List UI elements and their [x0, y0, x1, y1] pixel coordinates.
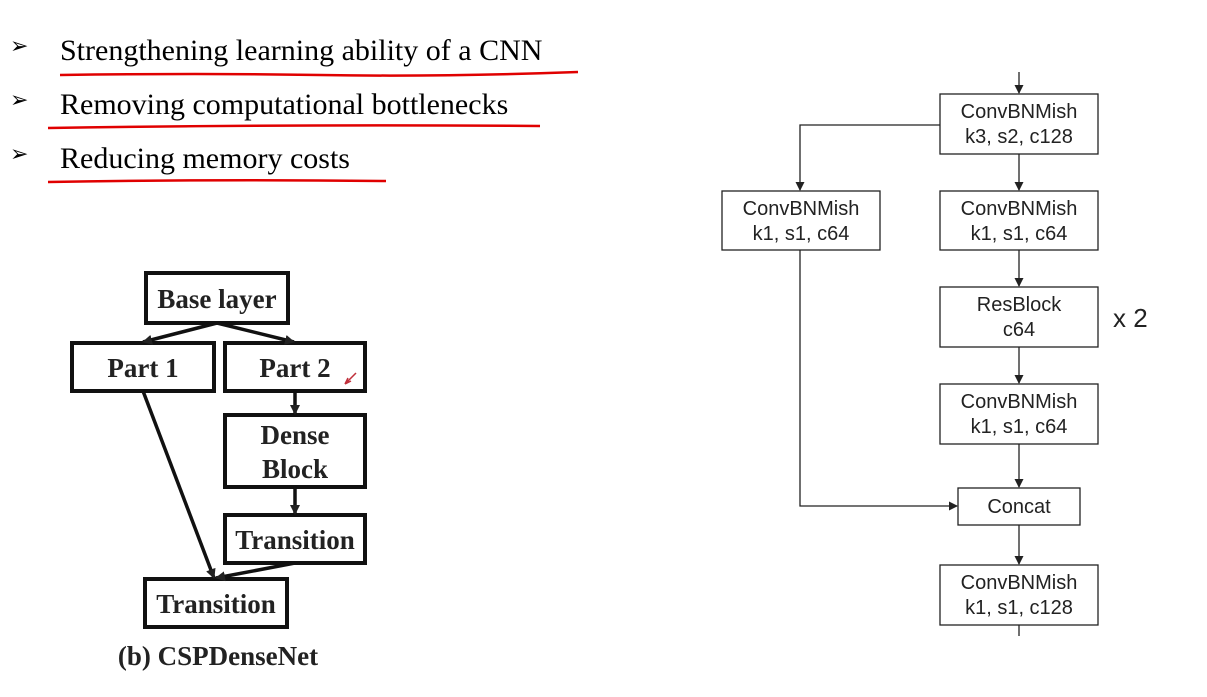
node-resblock-line2: c64: [1003, 319, 1035, 341]
node-concat-label: Concat: [987, 496, 1051, 518]
node-bottom-line1: ConvBNMish: [961, 572, 1078, 594]
part2-box: [223, 341, 367, 393]
pen-cursor-icon: [344, 372, 357, 385]
node-right2-line1: ConvBNMish: [961, 391, 1078, 413]
arrow-bullet-icon: ➢: [10, 88, 29, 113]
node-resblock-line1: ResBlock: [977, 294, 1062, 316]
repeat-label: x 2: [1113, 303, 1148, 333]
base-layer-label: Base layer: [157, 284, 276, 314]
node-concat-box: [957, 487, 1081, 526]
dense-block-label-line1: Dense: [261, 420, 330, 450]
node-top-box: [939, 93, 1099, 155]
bullet-text: Strengthening learning ability of a CNN: [60, 34, 543, 67]
node-right1-box: [939, 190, 1099, 251]
node-left-line1: ConvBNMish: [743, 198, 860, 220]
node-bottom-line2: k1, s1, c128: [965, 597, 1073, 619]
bullet-text: Removing computational bottlenecks: [60, 88, 509, 121]
edge-left-concat: [799, 250, 958, 511]
transition-inner-label: Transition: [235, 525, 355, 555]
part1-box: [70, 341, 216, 393]
arrow-bullet-icon: ➢: [10, 34, 29, 59]
node-top-line1: ConvBNMish: [961, 101, 1078, 123]
node-right2-box: [939, 383, 1099, 445]
underline-2: [47, 124, 541, 130]
block-diagram: ConvBNMish k3, s2, c128 ConvBNMish k1, s…: [721, 72, 1148, 636]
dense-block-label-line2: Block: [262, 454, 328, 484]
node-left-box: [721, 190, 881, 251]
edge-top-left: [795, 124, 940, 191]
part1-label: Part 1: [107, 353, 178, 383]
edge-base-part1: [142, 321, 218, 345]
bullet-text: Reducing memory costs: [60, 142, 350, 175]
diagram-caption: (b) CSPDenseNet: [118, 641, 318, 671]
dense-block-box: [223, 413, 367, 489]
node-resblock-box: [939, 286, 1099, 348]
edge-transition-transition: [215, 561, 296, 582]
edge-base-part2: [216, 321, 295, 345]
underline-3: [47, 178, 387, 184]
node-bottom-box: [939, 564, 1099, 626]
arrow-bullet-icon: ➢: [10, 142, 29, 167]
node-right1-line2: k1, s1, c64: [971, 223, 1068, 245]
node-right2-line2: k1, s1, c64: [971, 416, 1068, 438]
node-right1-line1: ConvBNMish: [961, 198, 1078, 220]
annotation-underlines: [47, 70, 579, 184]
transition-final-box: [143, 577, 289, 629]
transition-inner-box: [223, 513, 367, 565]
underline-1: [59, 70, 579, 77]
node-left-line2: k1, s1, c64: [753, 223, 850, 245]
cspdensenet-diagram: Base layer Part 1 Part 2 Dense Block Tra…: [70, 271, 367, 671]
transition-final-label: Transition: [156, 589, 276, 619]
part2-label: Part 2: [259, 353, 330, 383]
edge-part1-transition: [141, 390, 216, 579]
node-top-line2: k3, s2, c128: [965, 126, 1073, 148]
